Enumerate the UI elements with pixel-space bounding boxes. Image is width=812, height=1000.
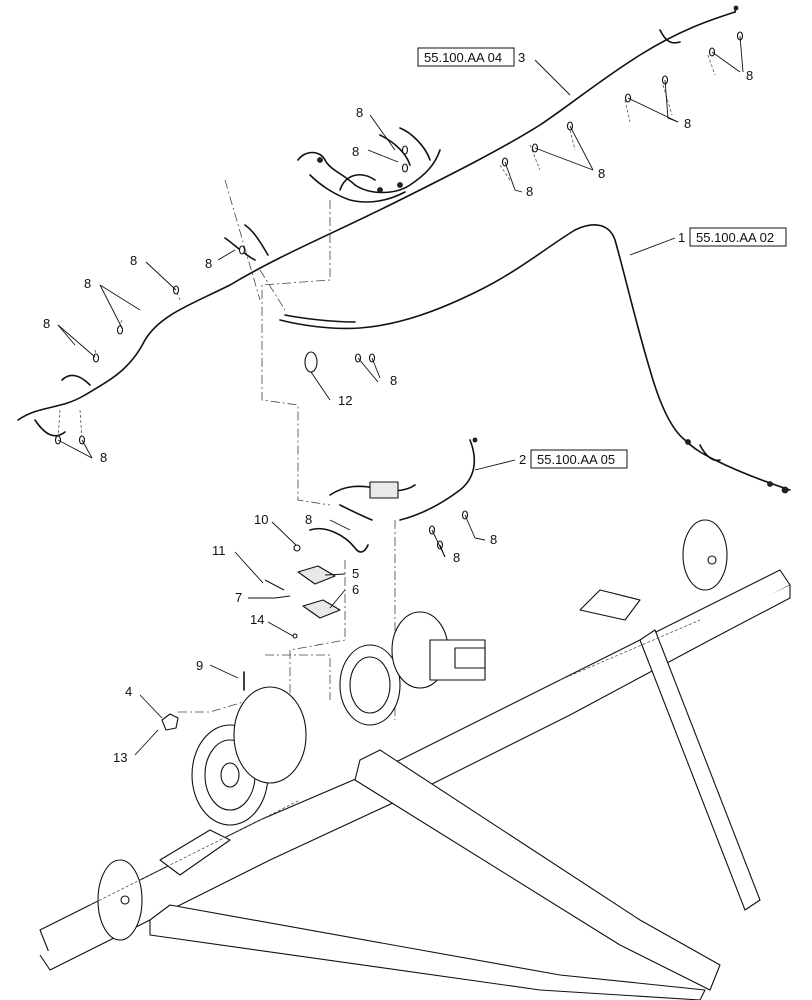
ref-55-100-aa-05: 55.100.AA 05 (537, 452, 615, 467)
callout-8: 8 (84, 276, 91, 291)
harness-1 (279, 224, 791, 494)
callout-labels: 8 8 8 8 8 8 8 8 8 8 8 8 8 8 8 1 2 3 12 1… (43, 50, 753, 765)
callout-6: 6 (352, 582, 359, 597)
callout-8: 8 (684, 116, 691, 131)
callout-12: 12 (338, 393, 352, 408)
callout-13: 13 (113, 750, 127, 765)
callout-1: 1 (678, 230, 685, 245)
callout-9: 9 (196, 658, 203, 673)
main-harness-3 (17, 5, 744, 445)
callout-7: 7 (235, 590, 242, 605)
callout-8: 8 (43, 316, 50, 331)
callout-4: 4 (125, 684, 132, 699)
callout-8: 8 (130, 253, 137, 268)
callout-8: 8 (526, 184, 533, 199)
callout-8: 8 (305, 512, 312, 527)
leader-lines (57, 35, 744, 756)
callout-8: 8 (352, 144, 359, 159)
callout-11: 11 (212, 543, 226, 558)
callout-8: 8 (746, 68, 753, 83)
callout-8: 8 (453, 550, 460, 565)
callout-5: 5 (352, 566, 359, 581)
callout-8: 8 (356, 105, 363, 120)
callout-2: 2 (519, 452, 526, 467)
callout-8: 8 (205, 256, 212, 271)
harness-2 (309, 437, 478, 553)
reference-boxes: 55.100.AA 04 55.100.AA 02 55.100.AA 05 (417, 47, 787, 469)
ref-55-100-aa-02: 55.100.AA 02 (696, 230, 774, 245)
callout-8: 8 (490, 532, 497, 547)
callout-3: 3 (518, 50, 525, 65)
callout-8: 8 (100, 450, 107, 465)
ref-55-100-aa-04: 55.100.AA 04 (424, 50, 502, 65)
small-components (161, 544, 341, 731)
callout-10: 10 (254, 512, 268, 527)
callout-8: 8 (390, 373, 397, 388)
callout-14: 14 (250, 612, 264, 627)
callout-8: 8 (598, 166, 605, 181)
chassis-frame (39, 519, 791, 1000)
